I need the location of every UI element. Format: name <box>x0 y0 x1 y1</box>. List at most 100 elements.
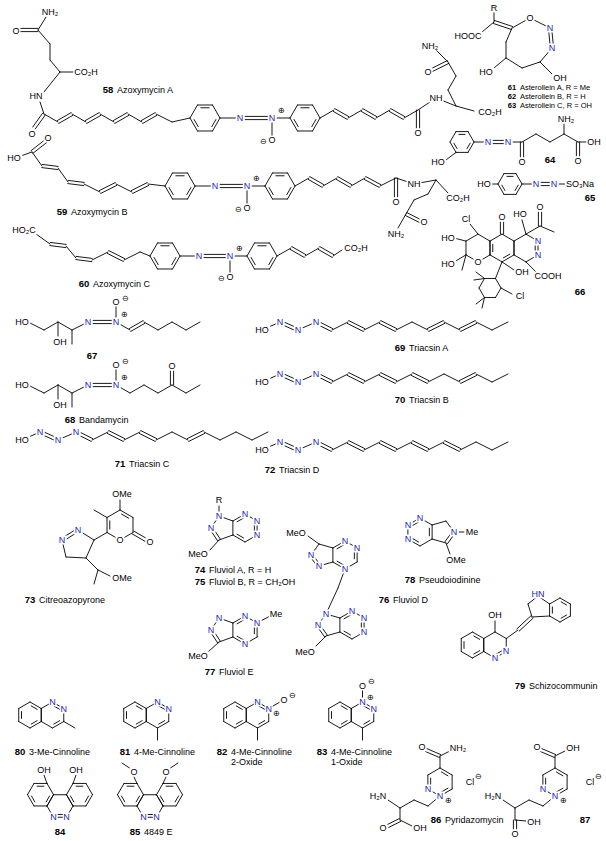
bond-line <box>146 709 147 722</box>
charge-sign: ⊖ <box>122 358 129 366</box>
bond-line <box>109 521 110 529</box>
atom-label: Cl <box>461 215 472 224</box>
bond-line <box>122 514 129 518</box>
atom-label: NH <box>407 180 422 189</box>
bond-line <box>461 323 477 331</box>
atom-label: N <box>112 318 121 327</box>
bond-line <box>550 598 560 604</box>
compound-number: 73 <box>24 595 37 605</box>
bond-line <box>163 777 166 783</box>
bond-line <box>252 432 268 440</box>
bond-line <box>476 374 492 382</box>
bond-line <box>411 443 427 451</box>
bond-line <box>555 768 567 775</box>
bond-line <box>137 783 144 794</box>
atom-label: N <box>539 785 548 794</box>
bond-line <box>232 521 233 535</box>
bond-line <box>115 115 129 123</box>
atom-label: N <box>62 813 71 822</box>
bond-line <box>490 234 502 241</box>
bond-line <box>109 251 125 259</box>
bond-line <box>64 722 75 729</box>
atom-label: N <box>236 114 245 123</box>
bond-line <box>448 76 456 90</box>
bond-line <box>515 800 529 808</box>
bond-line <box>47 795 54 806</box>
bond-line <box>498 184 504 194</box>
atom-label: O <box>27 130 36 139</box>
atom-label: N <box>276 370 285 379</box>
bond-line <box>379 375 395 383</box>
compound-number: 81 <box>119 747 132 757</box>
bond-line <box>351 722 362 729</box>
bond-line <box>436 50 448 62</box>
bond-line <box>163 783 176 784</box>
bond-line <box>42 168 58 170</box>
bond-line <box>224 702 235 709</box>
bond-line <box>101 185 117 193</box>
bond-line <box>34 783 47 784</box>
atom-label: N <box>416 514 425 523</box>
bond-line <box>198 130 213 131</box>
compound-number: 79 <box>514 681 527 691</box>
bond-line <box>219 535 233 540</box>
bond-line <box>347 375 363 383</box>
atom-label: CO₂H <box>445 194 471 203</box>
bond-line <box>428 180 436 194</box>
bond-line <box>98 570 110 576</box>
bond-line <box>176 795 183 806</box>
bond-line <box>466 234 478 241</box>
atom-label: O <box>573 157 582 166</box>
bond-line <box>320 247 334 255</box>
atom-label: N <box>294 378 303 387</box>
bond-line <box>444 322 460 330</box>
atom-label: N <box>314 621 323 630</box>
atom-label: N <box>546 24 555 33</box>
bond-line <box>428 442 444 450</box>
bond-line <box>123 709 124 722</box>
bond-line <box>120 510 133 518</box>
bond-line <box>441 772 448 776</box>
compound-number: 70 <box>394 395 407 405</box>
charge-sign: ⊕ <box>121 311 128 319</box>
bond-line <box>130 385 144 393</box>
bond-line <box>160 796 163 802</box>
bond-line <box>462 255 466 270</box>
compound-number: 58 <box>102 85 115 95</box>
compound-number: 78 <box>404 575 417 585</box>
bond-line <box>100 114 114 122</box>
atom-label: N <box>312 318 321 327</box>
atom-label: N <box>48 698 57 707</box>
bond-line <box>432 525 433 539</box>
bond-line <box>543 768 555 775</box>
compound-number: 65 <box>584 193 597 203</box>
atom-label: OMe <box>445 556 467 565</box>
atom-label: HO <box>478 68 494 77</box>
bond-line <box>157 795 164 806</box>
bond-line <box>344 631 351 635</box>
bond-line <box>257 728 258 740</box>
compound-number: 72 <box>264 465 277 475</box>
atom-label: O <box>413 129 422 138</box>
bond-line <box>70 796 73 802</box>
atom-label: OH <box>565 744 581 753</box>
atom-label: NH₂ <box>387 230 406 239</box>
bond-line <box>339 618 340 632</box>
bond-line <box>28 385 44 393</box>
bond-line <box>237 518 244 522</box>
bond-line <box>67 795 74 806</box>
bond-line <box>425 751 439 757</box>
bond-line <box>19 702 30 709</box>
bond-line <box>542 749 556 755</box>
bond-line <box>570 604 571 616</box>
atom-label: HO <box>512 210 528 219</box>
bond-line <box>454 238 466 241</box>
bond-line <box>126 712 127 719</box>
bond-line <box>169 188 173 195</box>
bond-line <box>247 256 255 269</box>
bond-line <box>502 234 514 241</box>
compound-name: Azoxymycin A <box>116 86 174 95</box>
bond-line <box>364 442 380 450</box>
atom-label: N <box>215 614 224 623</box>
bond-line <box>157 728 158 740</box>
